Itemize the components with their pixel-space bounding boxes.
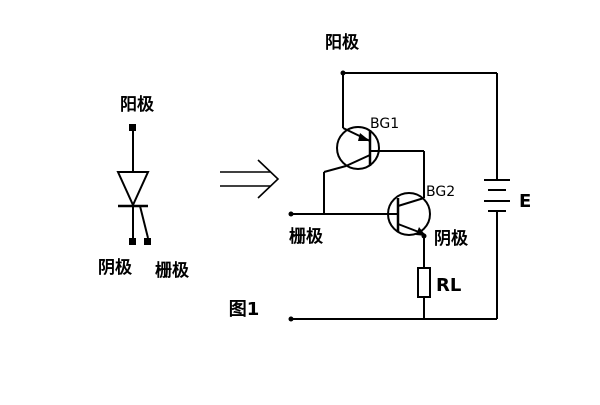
bg1-label: BG1 — [370, 116, 399, 132]
bg2-label: BG2 — [426, 184, 455, 200]
circuit-cathode-label: 阴极 — [434, 229, 468, 249]
bg2-collector — [397, 197, 425, 207]
thyristor-symbol: 阳极 阴极 栅极 — [98, 95, 189, 281]
bg1-emitter-arrow-icon — [358, 133, 370, 141]
symbol-cathode-terminal — [129, 238, 136, 245]
load-resistor — [417, 267, 431, 298]
battery — [484, 179, 510, 212]
equivalent-circuit: 阳极 E BG1 BG2 — [288, 33, 531, 322]
figure-caption: 图1 — [229, 299, 260, 320]
symbol-anode-label: 阳极 — [120, 95, 154, 115]
symbol-gate-label: 栅极 — [155, 260, 189, 281]
double-right-arrow-icon — [220, 159, 280, 199]
symbol-anode-terminal — [129, 124, 136, 131]
symbol-cathode-label: 阴极 — [98, 258, 132, 278]
diode-triangle — [116, 171, 150, 208]
battery-label: E — [519, 191, 531, 212]
bg1-collector-lead — [323, 165, 347, 173]
symbol-gate-lead — [139, 205, 149, 239]
circuit-gate-label: 栅极 — [289, 226, 323, 247]
resistor-label: RL — [436, 275, 461, 296]
symbol-gate-terminal — [144, 238, 151, 245]
bg1-transistor — [336, 126, 380, 170]
bg1-collector — [345, 154, 371, 167]
circuit-anode-label: 阳极 — [325, 33, 359, 53]
